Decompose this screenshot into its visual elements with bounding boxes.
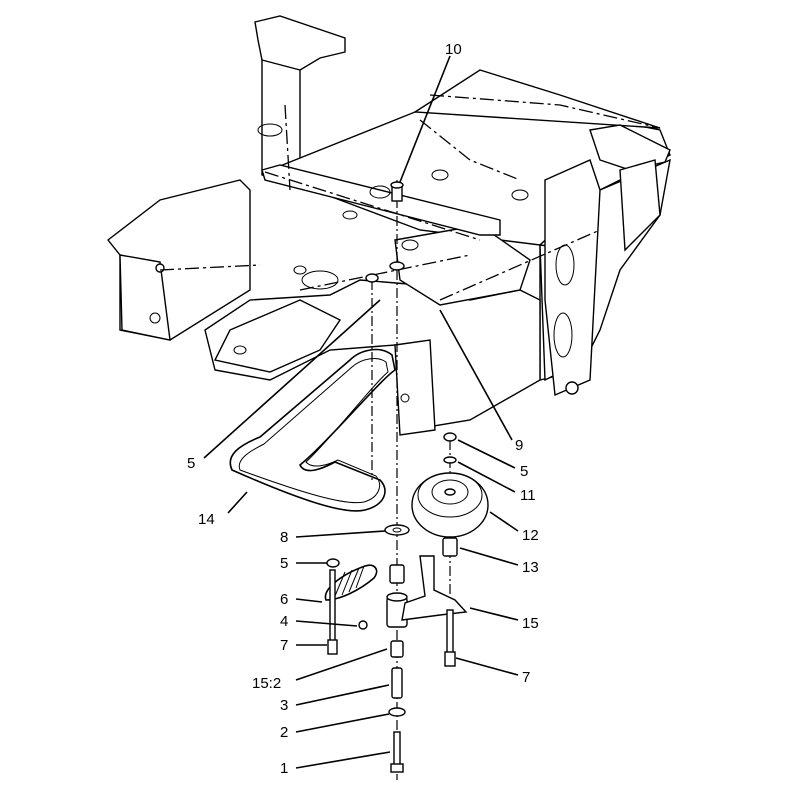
callout-2: 2 — [280, 724, 288, 741]
chassis-frame — [107, 15, 671, 436]
callout-7-right: 7 — [522, 669, 530, 686]
callout-5-right: 5 — [520, 463, 528, 480]
callout-5-lower: 5 — [280, 555, 288, 572]
callout-8: 8 — [280, 529, 288, 546]
tension-spring-group — [324, 558, 378, 655]
callout-15-2: 15:2 — [252, 675, 281, 692]
callout-15: 15 — [522, 615, 539, 632]
callout-11: 11 — [520, 487, 536, 504]
callout-3: 3 — [280, 697, 288, 714]
hardware-stack — [365, 181, 410, 773]
callout-5-left: 5 — [187, 455, 195, 472]
callout-13: 13 — [522, 559, 539, 576]
callout-10: 10 — [445, 41, 462, 58]
callout-4: 4 — [280, 613, 288, 630]
callout-9: 9 — [515, 437, 523, 454]
callout-14: 14 — [198, 511, 215, 528]
idler-pulley-group — [401, 432, 489, 667]
leader-lines — [203, 55, 519, 769]
drive-belt — [229, 348, 396, 512]
callout-6: 6 — [280, 591, 288, 608]
callout-1: 1 — [280, 760, 288, 777]
callout-12: 12 — [522, 527, 539, 544]
callout-labels: 10 9 5 5 11 14 12 8 13 5 6 15 4 7 7 15:2… — [187, 41, 539, 777]
callout-7-left: 7 — [280, 637, 288, 654]
